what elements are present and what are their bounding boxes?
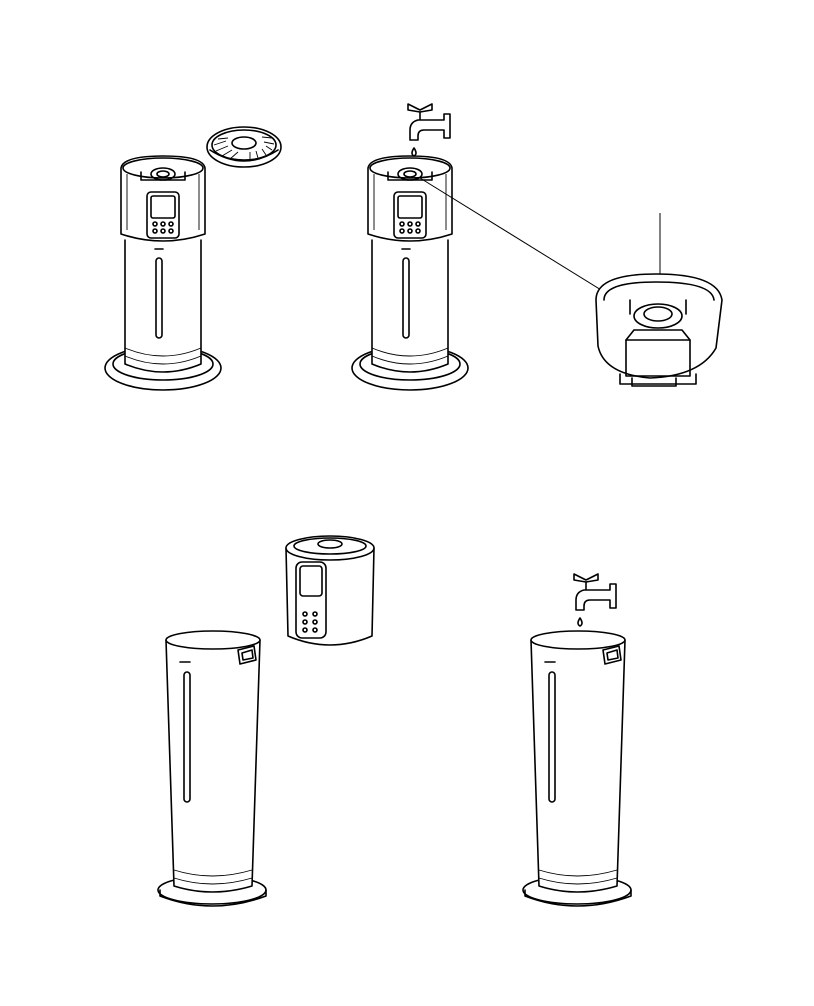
faucet-icon xyxy=(574,574,616,626)
diffuser-cap-icon xyxy=(207,127,281,167)
panel-step-4 xyxy=(523,574,631,906)
panel-step-3 xyxy=(158,536,374,906)
panel-step-1 xyxy=(105,127,281,390)
tank-base xyxy=(523,631,631,906)
water-tank-detail xyxy=(596,274,722,386)
panel-step-2 xyxy=(352,104,722,390)
humidifier-assembled xyxy=(352,156,468,390)
control-top-unit xyxy=(286,536,374,645)
tank-base xyxy=(158,631,266,906)
humidifier-assembled xyxy=(105,156,221,390)
faucet-icon xyxy=(408,104,450,156)
